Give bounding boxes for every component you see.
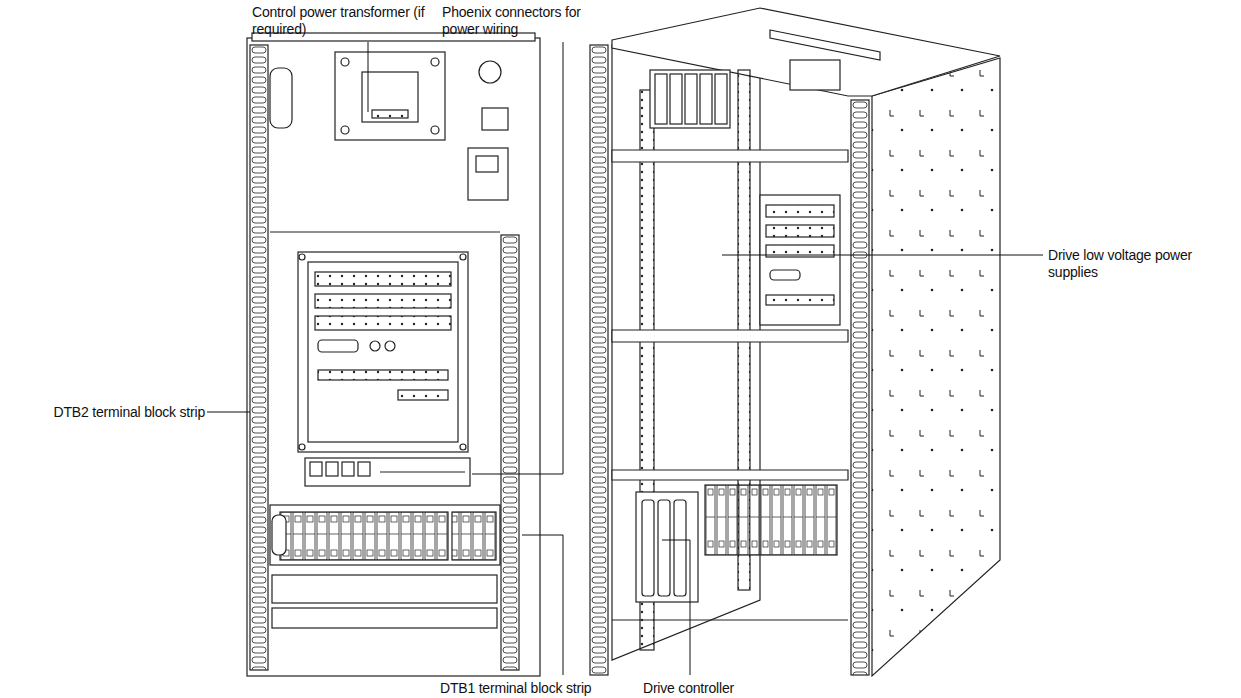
- callout-label: DTB2 terminal block strip: [54, 404, 205, 421]
- callout-label: DTB1 terminal block strip: [440, 680, 591, 697]
- callout-label: Drive low voltage power supplies: [1048, 247, 1234, 281]
- callout-label: Phoenix connectors for power wiring: [442, 4, 600, 38]
- callout-label: Drive controller: [643, 680, 734, 697]
- callout-label: Control power transformer (if required): [252, 4, 434, 38]
